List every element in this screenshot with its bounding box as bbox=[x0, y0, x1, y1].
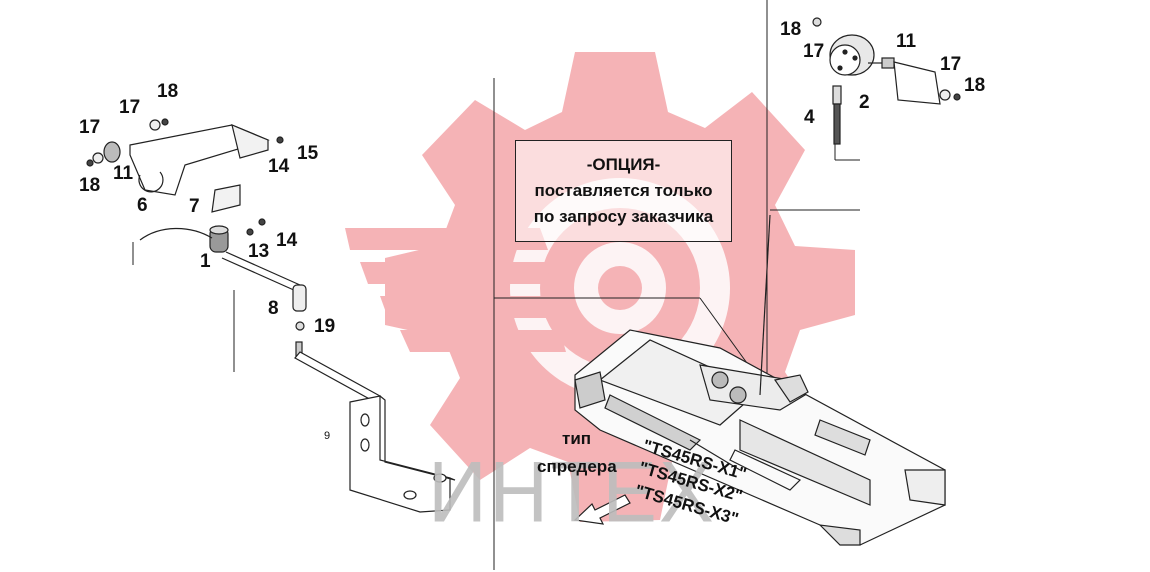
callout-17: 17 bbox=[79, 117, 101, 138]
callout-14: 14 bbox=[276, 230, 298, 251]
callout-2: 2 bbox=[859, 92, 870, 113]
callout-19: 19 bbox=[314, 316, 336, 337]
callout-9: 9 bbox=[324, 430, 331, 442]
callout-17: 17 bbox=[940, 54, 962, 75]
spreader-type-label: тип bbox=[562, 429, 592, 448]
callout-15: 15 bbox=[297, 143, 319, 164]
callout-14: 14 bbox=[268, 156, 290, 177]
callout-11: 11 bbox=[896, 31, 917, 52]
spreader-machine bbox=[574, 214, 946, 546]
callout-18: 18 bbox=[157, 81, 179, 102]
callout-4: 4 bbox=[804, 107, 815, 128]
spreader-type-label: спредера bbox=[537, 457, 617, 476]
callout-18: 18 bbox=[79, 175, 101, 196]
option-note-line: по запросу заказчика bbox=[533, 207, 714, 226]
motor-assembly bbox=[812, 17, 961, 145]
callout-8: 8 bbox=[268, 298, 279, 319]
callout-17: 17 bbox=[119, 97, 141, 118]
option-note-box: -ОПЦИЯ- поставляется только по запросу з… bbox=[515, 140, 732, 242]
option-note-line: поставляется только bbox=[534, 181, 713, 200]
watermark-text: ИНТЕХ bbox=[428, 444, 716, 541]
callout-18: 18 bbox=[964, 75, 986, 96]
callout-13: 13 bbox=[248, 241, 270, 262]
callout-1: 1 bbox=[200, 251, 211, 272]
option-note-title: -ОПЦИЯ- bbox=[586, 155, 661, 174]
callout-11: 11 bbox=[113, 163, 134, 184]
callout-18: 18 bbox=[780, 19, 802, 40]
rod-bracket-assembly bbox=[292, 284, 456, 513]
direction-arrow-icon bbox=[573, 494, 631, 525]
callout-17: 17 bbox=[803, 41, 825, 62]
frame-lines bbox=[132, 0, 860, 570]
bracket-assembly bbox=[86, 118, 301, 292]
callout-7: 7 bbox=[189, 196, 200, 217]
callout-6: 6 bbox=[137, 195, 148, 216]
